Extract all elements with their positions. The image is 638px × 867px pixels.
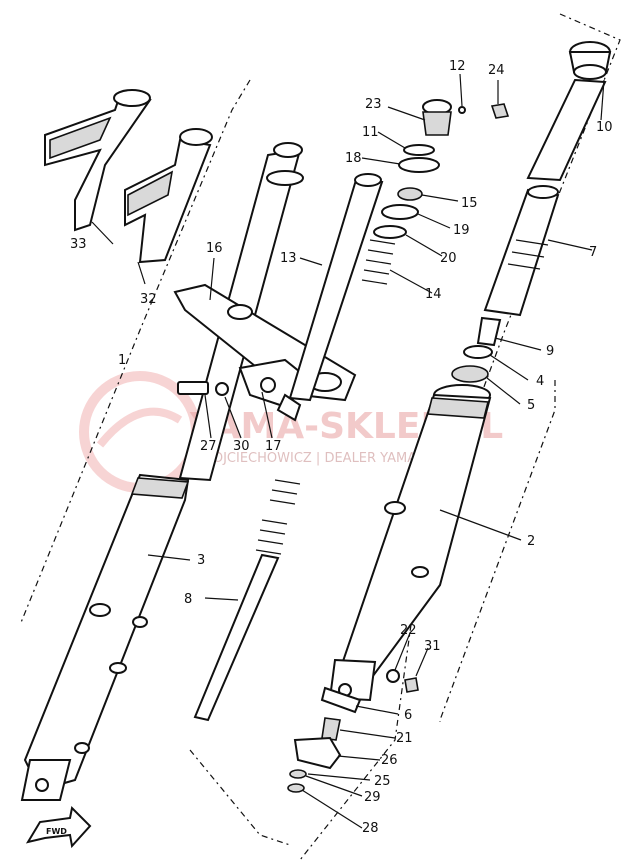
- fork-cover-bracket-33: [44, 89, 152, 232]
- callout-11: 11: [362, 125, 379, 140]
- callout-26: 26: [381, 753, 398, 768]
- right-cover-10: [568, 41, 612, 80]
- fork-cover-bracket-32: [124, 128, 213, 264]
- center-group-bracket: [189, 749, 291, 846]
- washer-18: [398, 157, 440, 173]
- ring-11: [403, 144, 435, 156]
- washer-22: [386, 669, 400, 683]
- leader-lines: [91, 73, 605, 829]
- callout-31: 31: [424, 639, 441, 654]
- nut-15: [397, 187, 423, 201]
- screw-24: [490, 103, 510, 119]
- damper-rod: [193, 553, 280, 722]
- callout-29: 29: [364, 790, 381, 805]
- callout-3: 3: [197, 553, 205, 568]
- spring-lower: [255, 479, 301, 555]
- callout-25: 25: [374, 774, 391, 789]
- bolt-31: [404, 677, 419, 693]
- callout-18: 18: [345, 151, 362, 166]
- right-outer-tube: [328, 384, 492, 702]
- fork-cap-23: [422, 99, 452, 136]
- callout-2: 2: [527, 534, 535, 549]
- callout-14: 14: [425, 287, 442, 302]
- seal-5: [451, 365, 489, 383]
- damper-tube: [288, 173, 384, 402]
- callout-30: 30: [233, 439, 250, 454]
- stud-6: [320, 686, 362, 714]
- callout-22: 22: [400, 623, 417, 638]
- callout-5: 5: [527, 398, 535, 413]
- oring-12: [458, 106, 466, 114]
- seal-19: [381, 204, 419, 220]
- callout-23: 23: [365, 97, 382, 112]
- fwd-label: FWD: [46, 827, 67, 836]
- holder-26: [293, 736, 342, 770]
- callout-1: 1: [118, 353, 126, 368]
- clip-4: [463, 345, 493, 359]
- fwd-arrow-icon: FWD: [25, 805, 92, 849]
- bolt-21: [321, 717, 341, 741]
- callout-15: 15: [461, 196, 478, 211]
- spacer-9: [476, 316, 502, 347]
- callout-7: 7: [589, 245, 597, 260]
- washer-29: [289, 769, 307, 779]
- callout-4: 4: [536, 374, 544, 389]
- left-outer-tube: [20, 473, 190, 801]
- callout-10: 10: [596, 120, 613, 135]
- callout-21: 21: [396, 731, 413, 746]
- right-inner-tube: [526, 78, 607, 182]
- left-leg-boundary: [19, 79, 251, 626]
- callout-33: 33: [70, 237, 87, 252]
- callout-6: 6: [404, 708, 412, 723]
- callout-27: 27: [200, 439, 217, 454]
- callout-20: 20: [440, 251, 457, 266]
- callout-28: 28: [362, 821, 379, 836]
- callout-32: 32: [140, 292, 157, 307]
- spring-14: [361, 239, 396, 285]
- callout-13: 13: [280, 251, 297, 266]
- ring-20: [373, 225, 407, 239]
- callout-17: 17: [265, 439, 282, 454]
- bracket-4-to-6: [439, 380, 556, 722]
- callout-9: 9: [546, 344, 554, 359]
- watermark-dealer: WOJCIECHOWICZ | DEALER YAMAHA: [200, 451, 435, 466]
- callout-8: 8: [184, 592, 192, 607]
- callout-19: 19: [453, 223, 470, 238]
- callout-16: 16: [206, 241, 223, 256]
- callout-12: 12: [449, 59, 466, 74]
- bolt-27: [177, 381, 229, 396]
- callout-labels: 1 2 3 4 5 6 7 8 9 10 11 12 13 14 15 16 1…: [70, 59, 613, 836]
- dust-cover-7: [483, 185, 560, 317]
- nut-28: [287, 783, 305, 793]
- callout-24: 24: [488, 63, 505, 78]
